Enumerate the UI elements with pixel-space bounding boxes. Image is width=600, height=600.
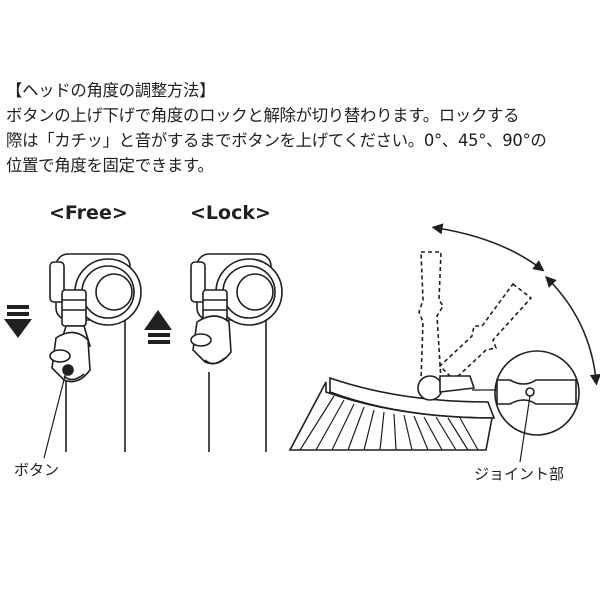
joint-zoom-circle xyxy=(494,350,580,436)
instructions-text: 【ヘッドの角度の調整方法】 ボタンの上げ下げで角度のロックと解除が切り替わります… xyxy=(6,78,598,178)
instructions-line-1: ボタンの上げ下げで角度のロックと解除が切り替わります。ロックする xyxy=(6,106,520,125)
broom-drawing xyxy=(288,251,533,451)
instructions-line-3: 位置で角度を固定できます。 xyxy=(6,156,214,175)
free-joint-drawing xyxy=(49,253,142,452)
button-leader-line xyxy=(43,371,67,459)
instructions-heading: 【ヘッドの角度の調整方法】 xyxy=(6,81,216,100)
joint-leader-line xyxy=(519,395,531,463)
arrow-down-icon xyxy=(4,305,32,338)
instructions-line-2: 際は「カチッ」と音がするまでボタンを上げてください。0°、45°、90°の xyxy=(6,131,547,150)
joint-callout-label: ジョイント部 xyxy=(474,465,565,483)
button-callout-label: ボタン xyxy=(14,461,60,479)
rotation-arc-lower xyxy=(545,275,600,386)
free-mode-label: <Free> xyxy=(49,202,128,224)
lock-joint-drawing xyxy=(190,253,283,452)
lock-mode-label: <Lock> xyxy=(190,202,271,224)
arrow-up-icon xyxy=(144,310,172,344)
rotation-arc-upper xyxy=(431,223,545,272)
